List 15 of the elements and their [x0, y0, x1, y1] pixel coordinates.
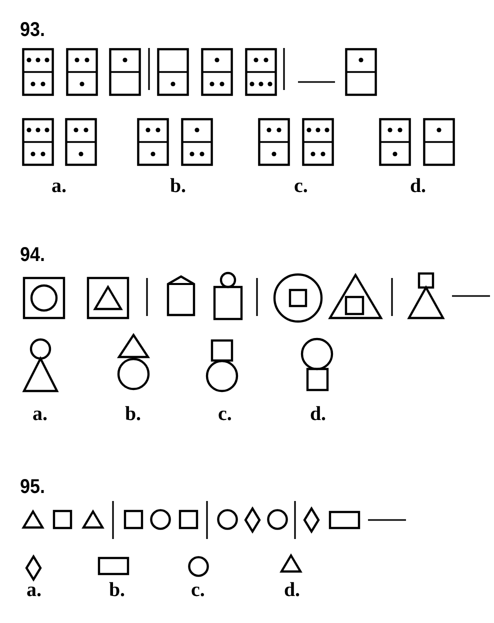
question-number: 93.	[20, 20, 46, 40]
option-label: d.	[310, 404, 326, 424]
question-number: 94.	[20, 245, 46, 265]
option-label: b.	[108, 580, 126, 600]
question-number: 95.	[20, 477, 46, 497]
option-label: b.	[170, 176, 186, 196]
option-label: c.	[191, 580, 205, 600]
option-label: a.	[32, 404, 48, 424]
option-label: b.	[124, 404, 142, 424]
option-label: a.	[26, 580, 42, 600]
option-label: d.	[284, 580, 300, 600]
option-label: d.	[410, 176, 426, 196]
option-label: c.	[218, 404, 232, 424]
option-label: c.	[294, 176, 308, 196]
option-label: a.	[52, 176, 66, 196]
